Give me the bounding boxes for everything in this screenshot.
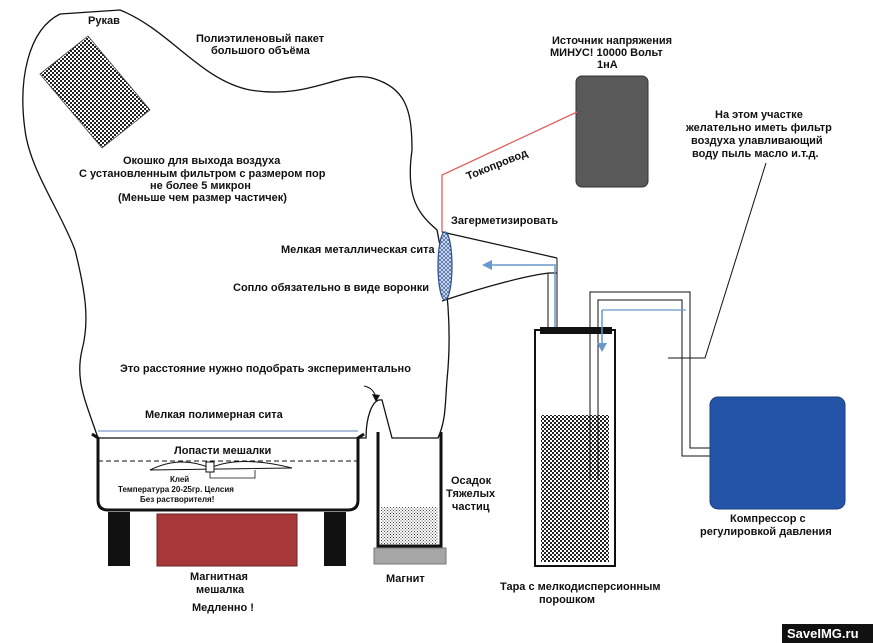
- compressor-air-line-outer: [589, 291, 710, 480]
- magnetic-stirrer: [156, 513, 298, 567]
- air-flow-arrowhead-down: [597, 343, 607, 352]
- label-sediment-1: Осадок: [451, 475, 492, 487]
- power-supply-box: [575, 75, 649, 188]
- label-window-1: Окошко для выхода воздуха: [123, 155, 281, 167]
- distance-pointer-head: [372, 394, 380, 402]
- label-bag-1: Полиэтиленовый пакет: [196, 33, 325, 45]
- label-current-lead: Токопровод: [465, 147, 530, 183]
- sediment-vessel: [376, 432, 443, 548]
- stand-leg-right: [324, 512, 346, 566]
- label-glue-2: Температура 20-25гр. Целсия: [118, 485, 234, 494]
- air-flow-arrow-funnel: [490, 264, 556, 340]
- label-window-3: не более 5 микрон: [150, 180, 251, 192]
- label-psu-2: МИНУС! 10000 Вольт: [550, 47, 663, 59]
- air-flow-arrowhead-funnel: [482, 260, 492, 270]
- powder-fill: [541, 415, 609, 562]
- mixing-bowl: [91, 432, 365, 512]
- filter-window: [39, 35, 151, 149]
- label-filter-note-4: воду пыль масло и.т.д.: [692, 148, 819, 160]
- compressor-box: [709, 396, 846, 510]
- funnel-nozzle: [441, 231, 558, 302]
- label-sediment-2: Тяжелых: [446, 488, 496, 500]
- glue-label-pointer: [209, 470, 256, 479]
- label-distance: Это расстояние нужно подобрать экспериме…: [120, 363, 411, 375]
- label-sleeve: Рукав: [88, 15, 120, 27]
- label-compressor-1: Компрессор с: [730, 513, 806, 525]
- stirrer-blades: [149, 461, 293, 471]
- label-seal: Загерметизировать: [451, 215, 558, 227]
- label-polymer-sieve: Мелкая полимерная сита: [145, 409, 284, 421]
- label-nozzle: Сопло обязательно в виде воронки: [233, 282, 429, 294]
- label-window-2: С установленным фильтром с размером пор: [79, 168, 326, 180]
- watermark-text: SaveIMG.ru: [787, 626, 859, 641]
- metal-mesh-sieve: [437, 231, 453, 301]
- sediment-fill: [381, 507, 438, 544]
- magnet-block: [373, 547, 447, 565]
- label-metal-sieve: Мелкая металлическая сита: [281, 244, 436, 256]
- label-glue-1: Клей: [170, 475, 189, 484]
- label-container-1: Тара с мелкодисперсионным: [500, 581, 661, 593]
- label-bag-2: большого объёма: [211, 45, 311, 57]
- label-psu-3: 1нА: [597, 59, 618, 71]
- compressor-air-line-inner: [597, 299, 710, 480]
- label-blades: Лопасти мешалки: [174, 445, 271, 457]
- label-filter-note-3: воздуха улавливающий: [691, 135, 823, 147]
- polyethylene-bag: [22, 9, 450, 439]
- filter-note-pointer: [668, 162, 767, 359]
- label-filter-note-1: На этом участке: [715, 109, 803, 121]
- stand-leg-left: [108, 512, 130, 566]
- label-stirrer-2: мешалка: [196, 584, 245, 596]
- label-sediment-3: частиц: [452, 501, 490, 513]
- watermark-bg: [782, 624, 873, 643]
- stirrer-shaft: [205, 461, 215, 473]
- current-lead-wire: [441, 111, 578, 232]
- label-filter-note-2: желательно иметь фильтр: [685, 122, 832, 134]
- label-glue-3: Без растворителя!: [140, 495, 214, 504]
- label-slowly: Медленно !: [192, 602, 254, 614]
- label-magnet: Магнит: [386, 573, 425, 585]
- label-stirrer-1: Магнитная: [190, 571, 248, 583]
- container-lid: [540, 327, 612, 334]
- label-compressor-2: регулировкой давления: [700, 526, 832, 538]
- label-psu-1: Источник напряжения: [552, 35, 672, 47]
- label-window-4: (Меньше чем размер частичек): [118, 192, 287, 204]
- label-container-2: порошком: [539, 594, 595, 606]
